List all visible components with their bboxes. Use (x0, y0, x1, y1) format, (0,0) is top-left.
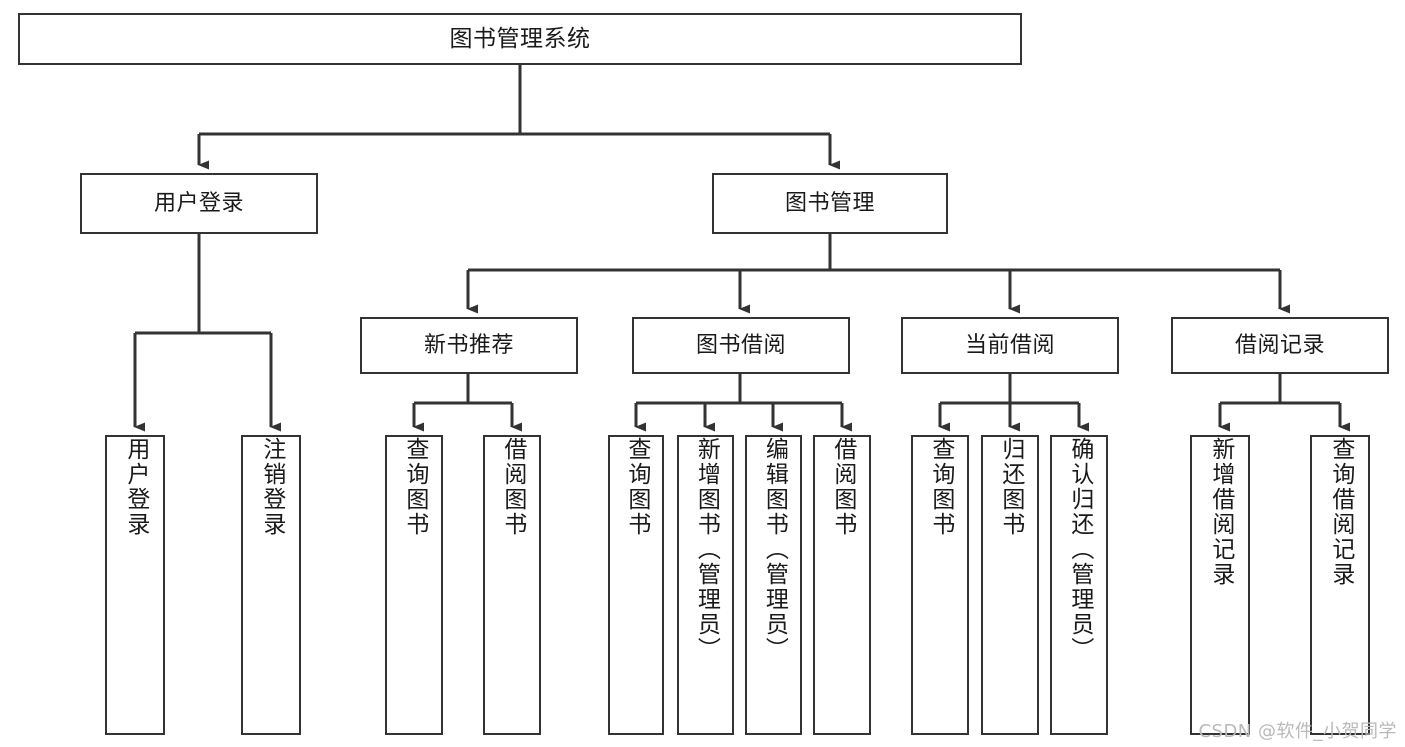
node-label: 查询图书 (401, 437, 428, 537)
node-leaf-query-book-1[interactable]: 查询图书 (385, 435, 443, 735)
node-label: 归还图书 (997, 437, 1024, 537)
node-label: 借阅图书 (499, 437, 526, 537)
node-label: 图书借阅 (695, 332, 786, 358)
node-label: 新增借阅记录 (1207, 437, 1234, 587)
node-label: 新书推荐 (423, 332, 514, 358)
node-label: 查询图书 (927, 437, 954, 537)
node-new-book-recommend[interactable]: 新书推荐 (360, 317, 578, 374)
node-leaf-query-book-3[interactable]: 查询图书 (911, 435, 969, 735)
node-label: 用户登录 (153, 190, 244, 216)
node-book-manage[interactable]: 图书管理 (712, 173, 948, 234)
node-root[interactable]: 图书管理系统 (18, 13, 1022, 65)
node-label: 新增图书（管理员） (693, 437, 720, 662)
node-label: 图书管理系统 (449, 25, 591, 52)
node-label: 注销登录 (258, 437, 285, 537)
node-leaf-add-book-admin[interactable]: 新增图书（管理员） (677, 435, 734, 735)
node-label: 用户登录 (122, 437, 149, 537)
node-leaf-edit-book-admin[interactable]: 编辑图书（管理员） (745, 435, 802, 735)
node-user-login[interactable]: 用户登录 (80, 173, 318, 234)
node-current-borrow[interactable]: 当前借阅 (901, 317, 1119, 374)
node-book-borrow[interactable]: 图书借阅 (632, 317, 850, 374)
node-leaf-logout-login[interactable]: 注销登录 (241, 435, 301, 735)
node-leaf-add-borrow-record[interactable]: 新增借阅记录 (1190, 435, 1250, 735)
node-label: 借阅记录 (1234, 332, 1325, 358)
node-leaf-borrow-book-2[interactable]: 借阅图书 (813, 435, 871, 735)
node-label: 查询借阅记录 (1327, 437, 1354, 587)
node-leaf-query-borrow-record[interactable]: 查询借阅记录 (1310, 435, 1370, 735)
node-leaf-confirm-return-admin[interactable]: 确认归还（管理员） (1050, 435, 1108, 735)
node-label: 当前借阅 (964, 332, 1055, 358)
watermark: CSDN @软件_小贺同学 (1198, 721, 1397, 742)
node-label: 查询图书 (623, 437, 650, 537)
node-label: 图书管理 (784, 190, 875, 216)
node-label: 确认归还（管理员） (1066, 437, 1093, 662)
node-leaf-query-book-2[interactable]: 查询图书 (608, 435, 664, 735)
node-borrow-records[interactable]: 借阅记录 (1171, 317, 1389, 374)
node-label: 编辑图书（管理员） (761, 437, 788, 662)
node-leaf-user-login[interactable]: 用户登录 (105, 435, 165, 735)
node-label: 借阅图书 (829, 437, 856, 537)
node-leaf-borrow-book-1[interactable]: 借阅图书 (483, 435, 541, 735)
node-leaf-return-book[interactable]: 归还图书 (981, 435, 1039, 735)
